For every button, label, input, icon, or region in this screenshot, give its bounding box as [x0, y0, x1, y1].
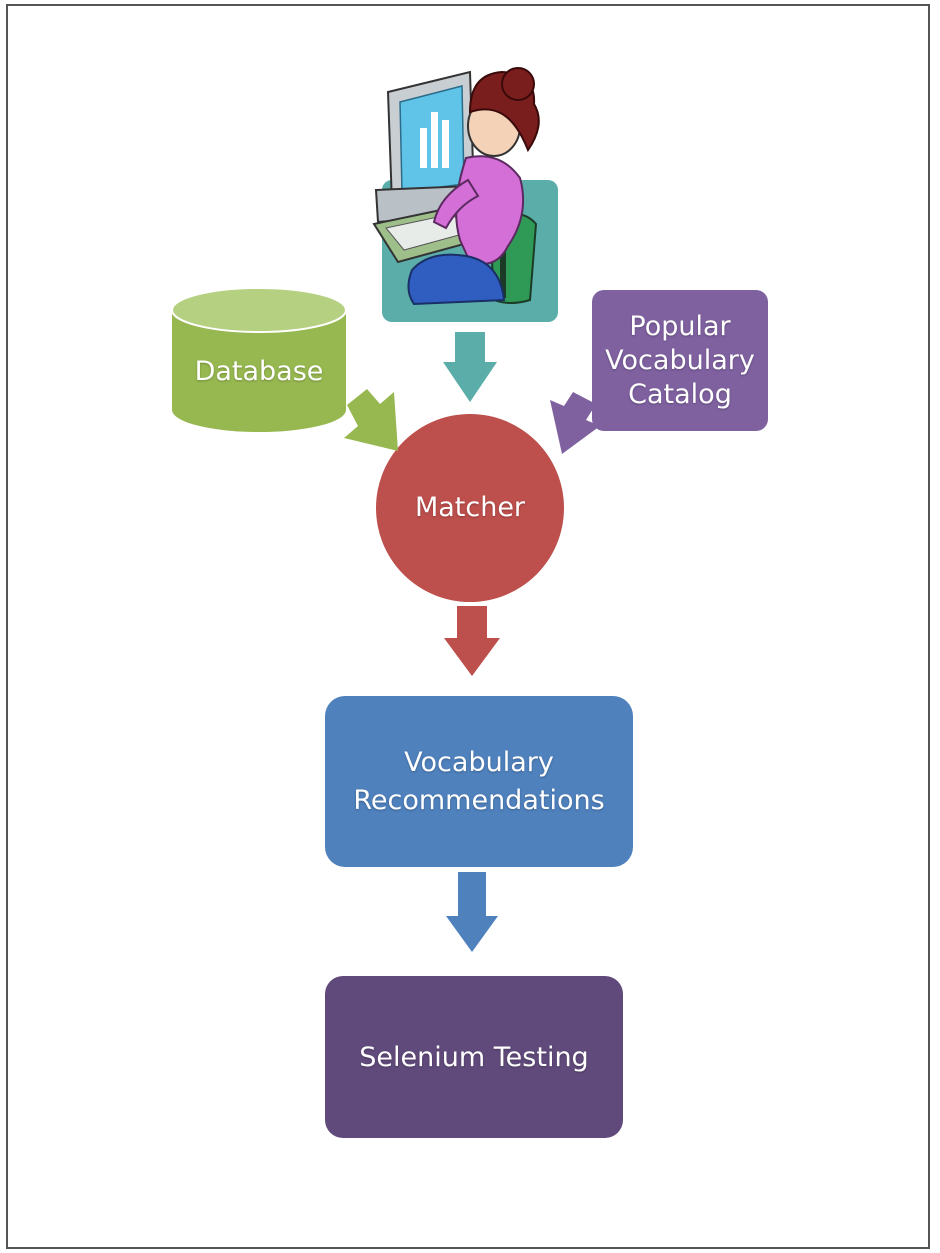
matcher-label: Matcher	[414, 492, 526, 523]
catalog-node-box	[592, 290, 768, 431]
arrow-matcher-to-recommendations	[444, 606, 500, 676]
arrow-catalog-to-matcher	[550, 392, 600, 454]
arrow-database-to-matcher	[344, 389, 398, 451]
catalog-label-line2: Vocabulary	[605, 345, 755, 376]
database-node	[171, 287, 347, 432]
selenium-node-box	[325, 976, 623, 1138]
recommendations-label-line1: Vocabulary	[404, 747, 554, 778]
arrow-user-to-matcher	[443, 332, 497, 402]
recommendations-label: Vocabulary Recommendations	[325, 740, 633, 824]
matcher-node-circle	[376, 414, 564, 602]
user-at-computer-icon	[372, 67, 558, 322]
catalog-label: Popular Vocabulary Catalog	[592, 300, 768, 422]
arrow-recommendations-to-selenium	[446, 872, 498, 952]
catalog-label-line3: Catalog	[628, 379, 732, 410]
database-label: Database	[194, 356, 324, 387]
recommendations-label-line2: Recommendations	[353, 785, 605, 816]
recommendations-node-box	[325, 696, 633, 867]
catalog-label-line1: Popular	[629, 311, 731, 342]
selenium-label: Selenium Testing	[359, 1042, 589, 1073]
